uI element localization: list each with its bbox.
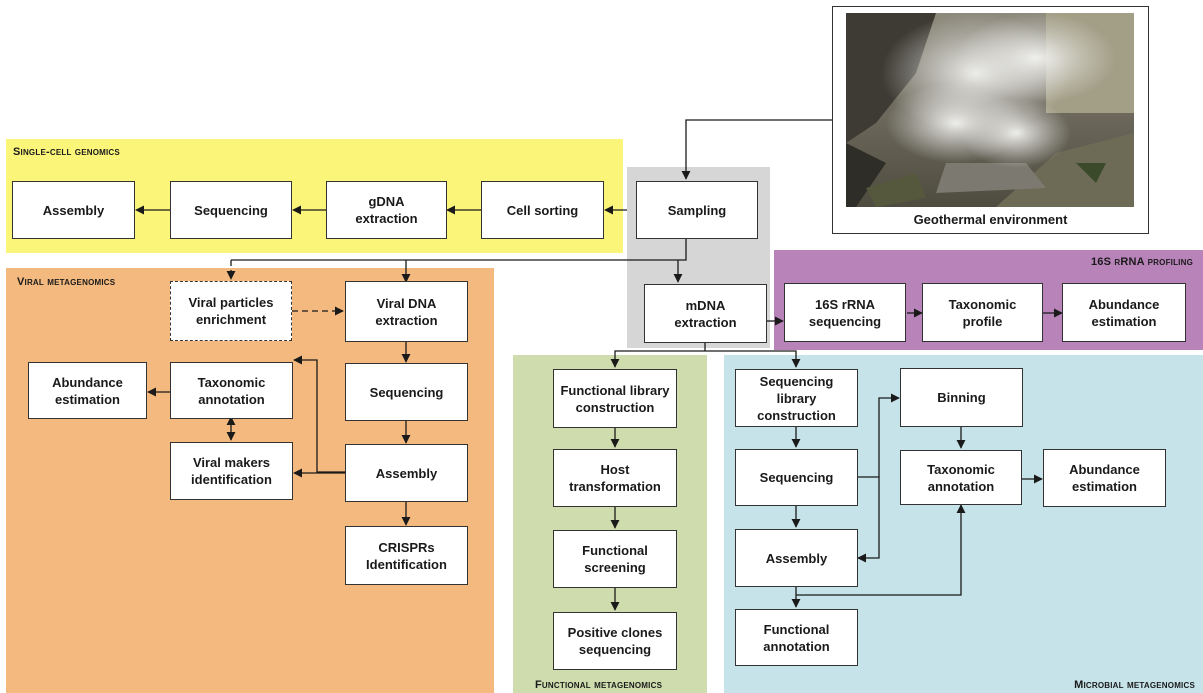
microbial-assembly-box: Assembly — [735, 529, 858, 587]
sequencing-library-construction-box: Sequencing library construction — [735, 369, 858, 427]
microbial-sequencing-box: Sequencing — [735, 449, 858, 506]
viral-dna-extraction-box: Viral DNA extraction — [345, 281, 468, 342]
viral-taxonomic-annotation-box: Taxonomic annotation — [170, 362, 293, 419]
viral-assembly-box: Assembly — [345, 444, 468, 502]
16s-rrna-sequencing-box: 16S rRNA sequencing — [784, 283, 906, 342]
label-single-cell-genomics: Single-cell genomics — [13, 146, 120, 158]
label-functional-metagenomics: Functional metagenomics — [535, 679, 663, 691]
label-16s-rrna-profiling: 16S rRNA profiling — [1090, 256, 1193, 268]
functional-library-construction-box: Functional library construction — [553, 369, 677, 428]
sampling-box: Sampling — [636, 181, 758, 239]
profiling-abundance-estimation-box: Abundance estimation — [1062, 283, 1186, 342]
viral-markers-identification-box: Viral makers identification — [170, 442, 293, 500]
host-transformation-box: Host transformation — [553, 449, 677, 507]
crisprs-identification-box: CRISPRs Identification — [345, 526, 468, 585]
label-microbial-metagenomics: Microbial metagenomics — [1074, 679, 1195, 691]
viral-abundance-estimation-box: Abundance estimation — [28, 362, 147, 419]
functional-annotation-box: Functional annotation — [735, 609, 858, 666]
microbial-abundance-estimation-box: Abundance estimation — [1043, 449, 1166, 507]
positive-clones-sequencing-box: Positive clones sequencing — [553, 612, 677, 670]
gdna-extraction-box: gDNA extraction — [326, 181, 447, 239]
single-cell-sequencing-box: Sequencing — [170, 181, 292, 239]
geothermal-environment-photo — [846, 13, 1134, 207]
microbial-taxonomic-annotation-box: Taxonomic annotation — [900, 450, 1022, 505]
viral-particles-enrichment-box: Viral particles enrichment — [170, 281, 292, 341]
taxonomic-profile-box: Taxonomic profile — [922, 283, 1043, 342]
binning-box: Binning — [900, 368, 1023, 427]
single-cell-assembly-box: Assembly — [12, 181, 135, 239]
mdna-extraction-box: mDNA extraction — [644, 284, 767, 343]
cell-sorting-box: Cell sorting — [481, 181, 604, 239]
label-viral-metagenomics: Viral metagenomics — [17, 276, 116, 288]
geothermal-environment-caption: Geothermal environment — [913, 212, 1068, 227]
functional-screening-box: Functional screening — [553, 530, 677, 588]
viral-sequencing-box: Sequencing — [345, 363, 468, 421]
